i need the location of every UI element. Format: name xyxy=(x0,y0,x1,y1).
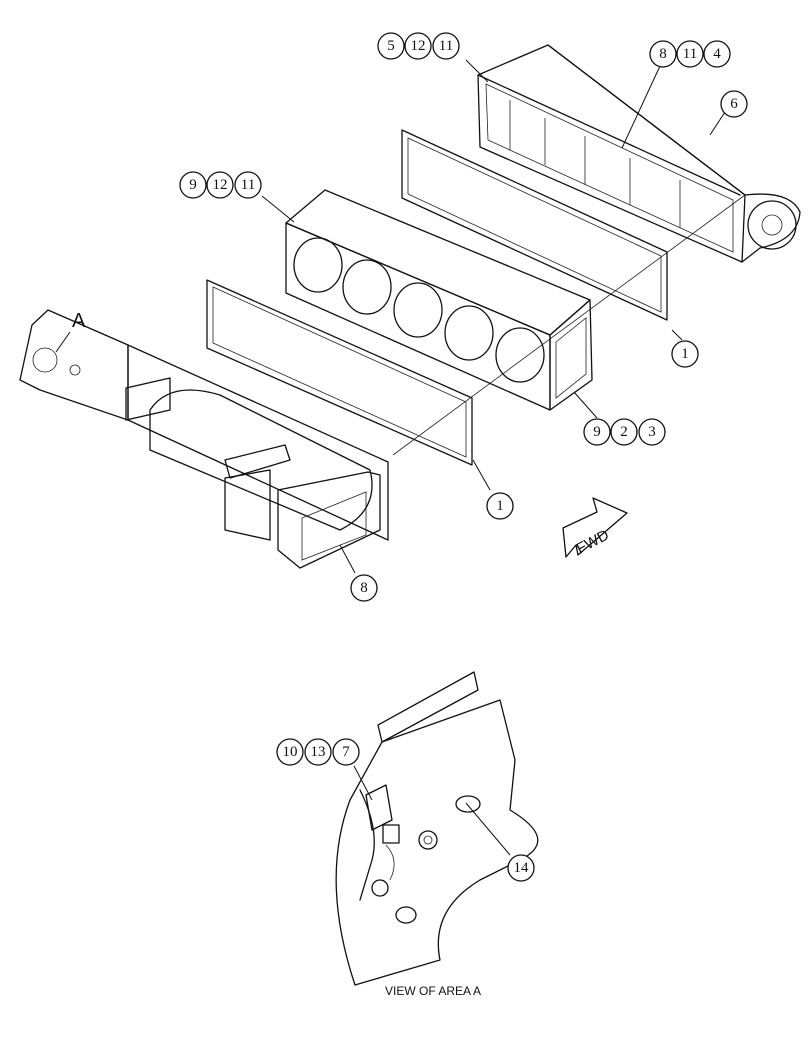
svg-text:1: 1 xyxy=(496,498,504,514)
svg-text:7: 7 xyxy=(342,744,350,760)
leader-lines xyxy=(261,59,746,856)
forward-direction-arrow xyxy=(562,497,628,558)
svg-text:12: 12 xyxy=(411,38,426,54)
fwd-label: FWD xyxy=(574,526,612,557)
area-a-marker: A xyxy=(72,310,86,332)
svg-text:2: 2 xyxy=(620,424,628,440)
svg-text:8: 8 xyxy=(360,580,368,596)
svg-text:1: 1 xyxy=(681,346,689,362)
svg-text:14: 14 xyxy=(514,860,530,876)
callout-detail-group: 10 13 7 xyxy=(276,738,360,766)
svg-text:8: 8 xyxy=(659,46,667,62)
svg-text:11: 11 xyxy=(241,177,255,193)
callout-middle-group: 9 12 11 xyxy=(179,171,262,199)
svg-text:9: 9 xyxy=(189,177,197,193)
callout-duct-end: 6 xyxy=(720,90,748,118)
callout-gasket-lower: 1 xyxy=(486,492,514,520)
callout-front-section: 8 xyxy=(350,574,378,602)
svg-text:12: 12 xyxy=(213,177,228,193)
svg-text:9: 9 xyxy=(593,424,601,440)
upper-gasket xyxy=(401,129,668,321)
svg-text:10: 10 xyxy=(283,744,298,760)
svg-text:13: 13 xyxy=(311,744,326,760)
callout-detail-item: 14 xyxy=(507,854,535,882)
svg-text:11: 11 xyxy=(439,38,453,54)
callout-top-right-group-b: 8 11 4 xyxy=(649,40,731,68)
detail-caption: VIEW OF AREA A xyxy=(385,984,481,998)
svg-text:6: 6 xyxy=(730,96,738,112)
callout-lower-group: 9 2 3 xyxy=(583,418,666,446)
lower-gasket xyxy=(206,279,473,466)
rear-duct-section xyxy=(477,44,801,263)
detail-view-area-a xyxy=(335,671,539,986)
callout-gasket-upper: 1 xyxy=(671,340,699,368)
svg-text:3: 3 xyxy=(648,424,656,440)
front-duct-section xyxy=(19,309,389,569)
svg-text:4: 4 xyxy=(713,46,721,62)
callout-top-right-group: 5 12 11 xyxy=(377,32,460,60)
svg-text:11: 11 xyxy=(683,46,697,62)
middle-ported-section xyxy=(285,189,593,411)
svg-text:5: 5 xyxy=(387,38,395,54)
